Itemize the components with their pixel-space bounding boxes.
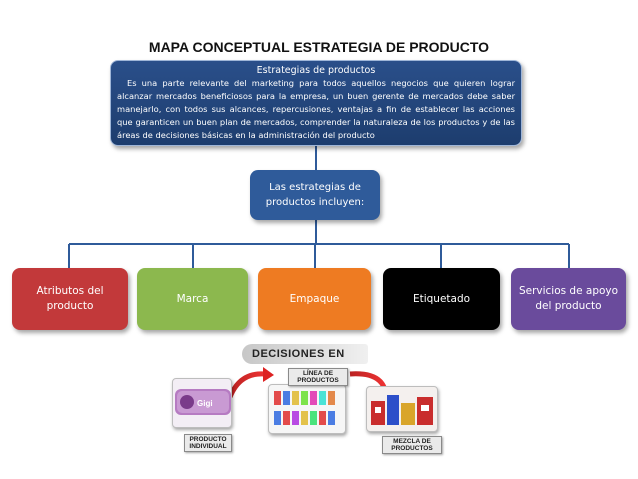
node-label: Atributos del producto bbox=[36, 285, 104, 312]
node-label: Marca bbox=[176, 292, 209, 305]
node-label: Empaque bbox=[289, 292, 340, 305]
mixed-products-icon bbox=[371, 395, 433, 425]
node-marca: Marca bbox=[137, 268, 248, 330]
page-title: MAPA CONCEPTUAL ESTRATEGIA DE PRODUCTO bbox=[148, 39, 490, 55]
node-empaque: Empaque bbox=[258, 268, 371, 330]
product-brand-text: Gigi bbox=[197, 399, 213, 408]
decisions-illustration: DECISIONES EN Gigi PRODUCTO INDIVIDUAL bbox=[170, 342, 470, 467]
product-line-image bbox=[268, 384, 346, 434]
shelf-products-icon bbox=[274, 391, 335, 425]
center-node-label: Las estrategias de productos incluyen: bbox=[265, 182, 365, 208]
center-node: Las estrategias de productos incluyen: bbox=[250, 170, 380, 220]
label-linea-productos: LÍNEA DE PRODUCTOS bbox=[288, 368, 348, 386]
product-mix-image bbox=[366, 386, 438, 432]
decisions-banner: DECISIONES EN bbox=[242, 344, 368, 364]
node-label: Etiquetado bbox=[412, 292, 471, 305]
node-servicios: Servicios de apoyo del producto bbox=[511, 268, 626, 330]
decisions-banner-text: DECISIONES EN bbox=[252, 348, 345, 360]
node-atributos: Atributos del producto bbox=[12, 268, 128, 330]
product-pack-icon: Gigi bbox=[175, 389, 231, 415]
node-etiquetado: Etiquetado bbox=[383, 268, 500, 330]
definition-heading: Estrategias de productos bbox=[256, 65, 376, 76]
definition-box: Estrategias de productos Es una parte re… bbox=[110, 60, 522, 146]
label-mezcla-productos: MEZCLA DE PRODUCTOS bbox=[382, 436, 442, 454]
label-producto-individual: PRODUCTO INDIVIDUAL bbox=[184, 434, 232, 452]
definition-text: Es una parte relevante del marketing par… bbox=[117, 78, 515, 140]
individual-product-image: Gigi bbox=[172, 378, 232, 428]
node-label: Servicios de apoyo del producto bbox=[518, 285, 619, 312]
